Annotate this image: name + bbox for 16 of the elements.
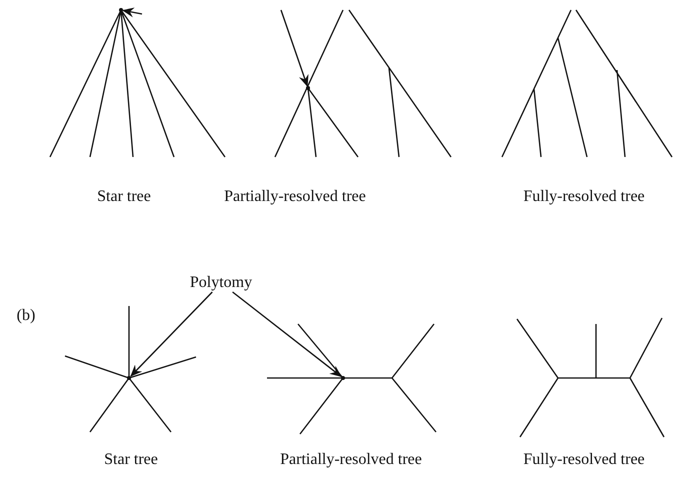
panel-label: (b) — [16, 307, 36, 325]
tree-caption: Star tree — [104, 451, 158, 469]
arrow — [232, 291, 342, 378]
tree-caption: Star tree — [97, 188, 151, 206]
branch-point — [341, 376, 345, 380]
branch-point — [306, 86, 310, 90]
callout-text: Polytomy — [190, 274, 252, 292]
arrow — [130, 292, 213, 377]
arrow — [280, 10, 308, 87]
branch-point — [127, 376, 131, 380]
branch-point — [119, 8, 123, 12]
tree-caption: Fully-resolved tree — [523, 188, 645, 206]
tree-caption: Partially-resolved tree — [224, 188, 366, 206]
arrow — [122, 8, 142, 18]
tree-caption: Fully-resolved tree — [523, 451, 645, 469]
tree-caption: Partially-resolved tree — [280, 451, 422, 469]
